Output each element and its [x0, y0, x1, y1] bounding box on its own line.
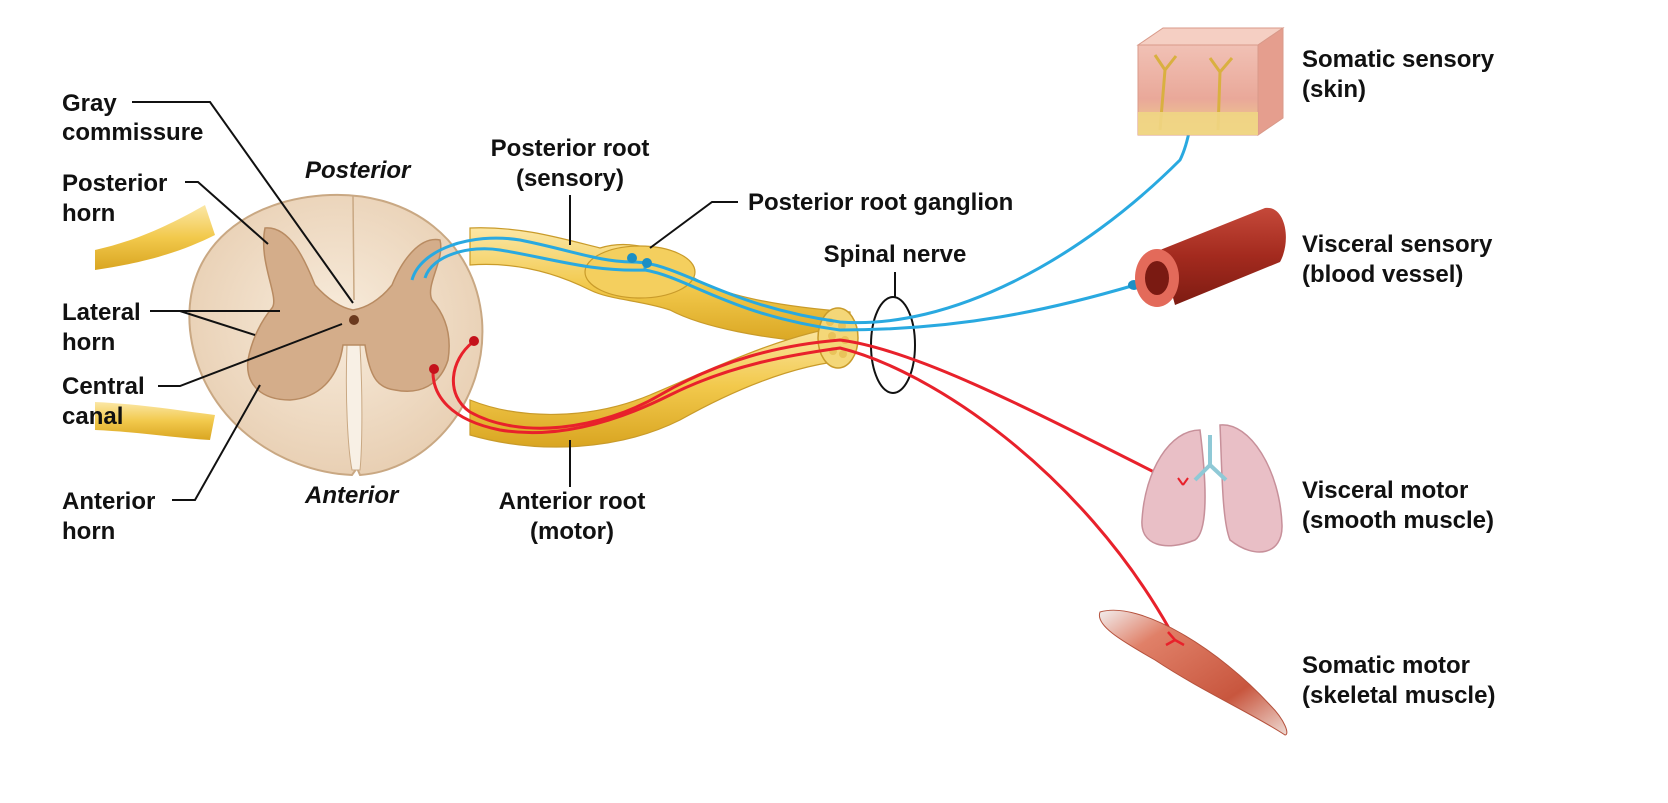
label-anterior-horn-2: horn	[62, 518, 115, 545]
blood-vessel-illustration	[1135, 207, 1286, 307]
label-central-canal-1: Central	[62, 373, 145, 400]
posterior-root-ganglion	[584, 245, 696, 299]
label-anterior: Anterior	[304, 482, 400, 509]
label-posterior-root-1: Posterior root	[491, 135, 650, 162]
spinal-cord-cross-section	[188, 193, 484, 477]
label-posterior-horn-2: horn	[62, 200, 115, 227]
label-somatic-motor-1: Somatic motor	[1302, 652, 1470, 679]
label-visceral-motor-1: Visceral motor	[1302, 477, 1468, 504]
label-anterior-horn-1: Anterior	[62, 488, 155, 515]
label-posterior-horn-1: Posterior	[62, 170, 167, 197]
label-anterior-root-1: Anterior root	[499, 488, 646, 515]
left-nerve-stubs	[95, 205, 215, 440]
label-posterior: Posterior	[305, 157, 412, 184]
motor-cell-body-1	[469, 336, 479, 346]
label-posterior-root-ganglion: Posterior root ganglion	[748, 189, 1013, 216]
label-visceral-sensory-1: Visceral sensory	[1302, 231, 1493, 258]
skin-illustration	[1136, 27, 1285, 136]
label-gray-commissure-2: commissure	[62, 119, 203, 146]
label-spinal-nerve: Spinal nerve	[824, 241, 967, 268]
leader-lines	[132, 101, 896, 501]
sensory-cell-body-1	[627, 253, 637, 263]
label-central-canal-2: canal	[62, 403, 123, 430]
label-visceral-sensory-2: (blood vessel)	[1302, 261, 1463, 288]
label-lateral-horn-2: horn	[62, 329, 115, 356]
central-canal	[349, 315, 359, 325]
motor-fibers	[431, 338, 1181, 631]
label-somatic-motor-2: (skeletal muscle)	[1302, 682, 1495, 709]
label-anterior-root-2: (motor)	[530, 518, 614, 545]
label-lateral-horn-1: Lateral	[62, 299, 141, 326]
label-somatic-sensory-1: Somatic sensory	[1302, 46, 1495, 73]
label-gray-commissure-1: Gray	[62, 90, 117, 117]
sensory-cell-body-2	[642, 258, 652, 268]
label-somatic-sensory-2: (skin)	[1302, 76, 1366, 103]
motor-cell-body-2	[429, 364, 439, 374]
label-posterior-root-2: (sensory)	[516, 165, 624, 192]
label-visceral-motor-2: (smooth muscle)	[1302, 507, 1494, 534]
skeletal-muscle-illustration	[1098, 609, 1288, 736]
lungs-illustration	[1141, 424, 1283, 553]
